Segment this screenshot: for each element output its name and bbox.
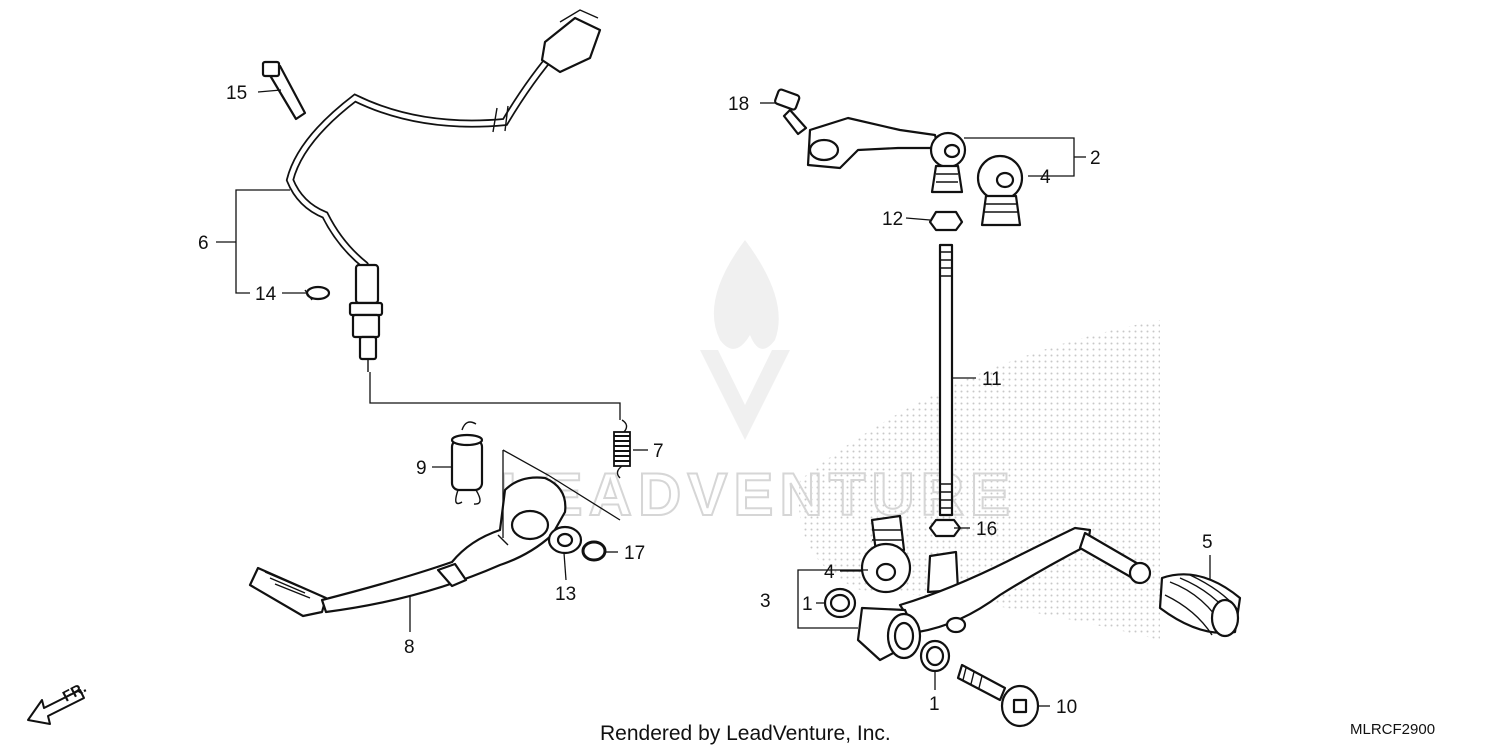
connector-reference-line — [369, 372, 621, 420]
callout-1-upper: 1 — [802, 594, 813, 615]
tie-rod-part-11 — [938, 243, 954, 517]
ball-joint-part-4-lower — [860, 514, 912, 594]
leadventure-flame-logo — [700, 240, 790, 440]
callout-10: 10 — [1056, 697, 1077, 718]
nut-part-16 — [928, 518, 962, 538]
rendered-by-credit: Rendered by LeadVenture, Inc. — [600, 722, 891, 745]
callout-15: 15 — [226, 83, 247, 104]
callout-8: 8 — [404, 637, 415, 658]
callout-7: 7 — [653, 441, 664, 462]
callout-11: 11 — [982, 369, 1002, 390]
callout-1-lower: 1 — [929, 694, 940, 715]
shift-pedal-part-5 — [898, 526, 1242, 638]
diagram-code: MLRCF2900 — [1350, 721, 1435, 738]
callout-9: 9 — [416, 458, 427, 479]
callout-3: 3 — [760, 591, 771, 612]
callout-bracket-6 — [235, 189, 290, 294]
washer-part-13 — [547, 525, 583, 555]
shift-arm-part-2 — [806, 116, 967, 194]
callout-13: 13 — [555, 584, 576, 605]
spring-part-7 — [613, 419, 631, 479]
pivot-bolt-part-10 — [956, 663, 1040, 728]
sensor-harness-part-6 — [285, 9, 602, 372]
bolt-part-18 — [774, 88, 808, 136]
spring-part-9 — [450, 421, 484, 505]
o-ring-part-1-upper — [823, 587, 857, 619]
callout-12: 12 — [882, 209, 903, 230]
front-direction-indicator: FR. — [27, 679, 89, 725]
callout-bracket-3 — [797, 569, 868, 629]
callout-2: 2 — [1090, 148, 1101, 169]
callout-leaders — [257, 89, 1211, 707]
callout-5: 5 — [1202, 532, 1213, 553]
snap-ring-part-17 — [581, 540, 607, 562]
callout-16: 16 — [976, 519, 997, 540]
watermark-text: LEADVENTURE — [500, 461, 1016, 528]
callout-4-lower: 4 — [824, 562, 835, 583]
callout-labels: 15 6 14 7 9 17 13 8 18 2 4 12 11 16 5 4 … — [198, 83, 1213, 718]
cable-tie-part-15 — [261, 60, 307, 121]
o-ring-part-1-lower — [919, 639, 951, 673]
ball-joint-part-4 — [976, 154, 1024, 227]
callout-4-upper: 4 — [1040, 167, 1051, 188]
clip-part-14 — [304, 285, 331, 301]
collar-part-3 — [856, 606, 922, 662]
nut-part-12 — [928, 210, 964, 232]
callout-14: 14 — [255, 284, 277, 305]
callout-17: 17 — [624, 543, 645, 564]
callout-bracket-7 — [502, 449, 621, 538]
brake-pedal-part-8 — [248, 476, 567, 618]
callout-6: 6 — [198, 233, 209, 254]
front-arrow-icon — [27, 689, 85, 725]
callout-18: 18 — [728, 94, 749, 115]
